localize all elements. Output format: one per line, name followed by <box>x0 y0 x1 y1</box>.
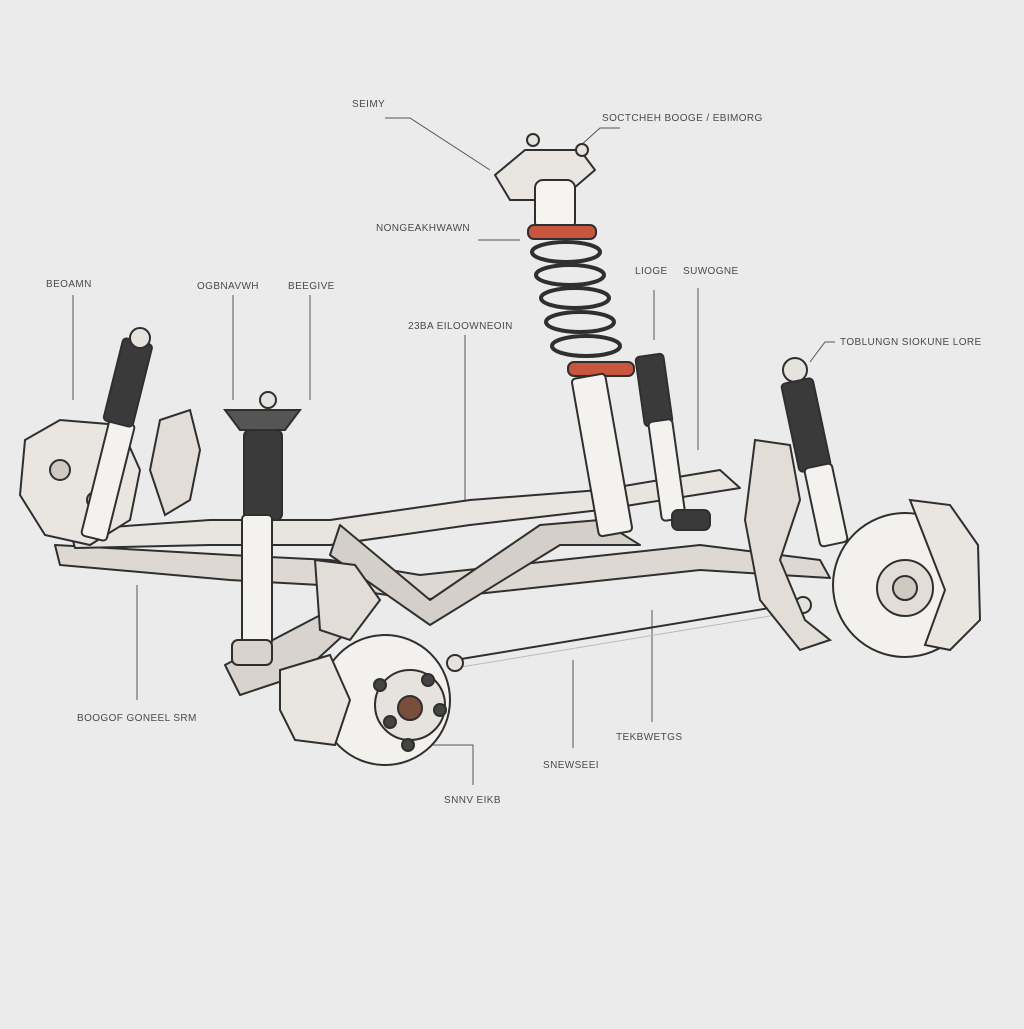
front-hub-stud-3 <box>433 703 447 717</box>
tie-rod-end-left <box>446 654 464 672</box>
coilover-spring-coil-2 <box>534 263 606 287</box>
front-brake-assembly <box>279 558 451 766</box>
coilover-top-stud-2 <box>575 143 589 157</box>
label-ogbnavwh: OGBNAVWH <box>197 281 259 292</box>
coilover-spring-coil-3 <box>539 286 611 310</box>
left-knuckle <box>148 408 202 517</box>
front-hub-stud-2 <box>421 673 435 687</box>
label-tie-rod: TEKBWETGS <box>616 732 683 743</box>
label-suwogne: SUWOGNE <box>683 266 739 277</box>
label-center-link: 23BA EILOOWNEOIN <box>408 321 513 332</box>
coilover-spring-coil-5 <box>550 334 622 358</box>
center-strut-boot <box>243 429 283 521</box>
right-shock-mount <box>782 357 808 383</box>
left-shock-boot <box>102 337 153 428</box>
front-knuckle <box>313 558 382 642</box>
label-hub-bottom: SNNV EIKB <box>444 795 501 806</box>
coilover <box>493 133 635 538</box>
coilover-spring-coil-1 <box>530 240 602 264</box>
rear-damper-body <box>647 418 687 522</box>
leader-line-right-top <box>809 341 835 363</box>
leader-line-seimy <box>385 117 491 171</box>
tie-rod <box>446 596 812 672</box>
right-brake-assembly <box>832 498 982 658</box>
rear-damper <box>634 352 711 531</box>
front-hub-stud-1 <box>373 678 387 692</box>
left-shock <box>80 327 153 542</box>
tie-rod-bar-inner <box>454 610 801 669</box>
right-shock-body <box>803 462 849 548</box>
coilover-spring <box>530 240 622 358</box>
right-shock <box>780 357 849 548</box>
center-strut-lower-mount <box>231 639 273 666</box>
left-shock-mount <box>129 327 151 349</box>
center-strut-top-nut <box>259 391 277 409</box>
label-right-top: TOBLUNGN SIOKUNE LORE <box>840 337 982 348</box>
center-strut <box>223 391 302 666</box>
coilover-damper-body <box>571 372 633 538</box>
label-center-bottom: SNEWSEEI <box>543 760 599 771</box>
leader-lines <box>72 117 835 785</box>
label-beegive: BEEGIVE <box>288 281 335 292</box>
front-hub-center <box>397 695 423 721</box>
label-lioge: LIOGE <box>635 266 668 277</box>
coilover-spring-coil-4 <box>544 310 616 334</box>
coilover-top-stud-1 <box>526 133 540 147</box>
center-strut-body <box>241 514 273 646</box>
label-beoamn: BEOAMN <box>46 279 92 290</box>
label-top-right: SOCTCHEH BOOGE / EBIMORG <box>602 113 763 124</box>
coilover-upper-body <box>534 179 576 231</box>
label-seimy: SEIMY <box>352 99 386 110</box>
front-hub-stud-4 <box>383 715 397 729</box>
left-caliper-bolt <box>49 459 71 481</box>
label-coilover: NONGEAKHWAWN <box>376 223 471 234</box>
rear-damper-mount <box>671 509 711 531</box>
front-hub-stud-5 <box>401 738 415 752</box>
coilover-upper-collar <box>527 224 597 240</box>
right-hub-center <box>892 575 918 601</box>
leader-line-hub-bottom <box>430 744 474 785</box>
right-caliper <box>908 498 982 652</box>
right-knuckle <box>743 438 833 652</box>
front-caliper <box>279 653 352 747</box>
label-bottom-left: BOOGOF GONEEL SRM <box>77 713 197 724</box>
center-strut-top-plate <box>223 409 302 431</box>
rear-damper-boot <box>634 352 674 428</box>
tie-rod-bar <box>454 602 801 661</box>
upper-crossmember <box>69 469 741 549</box>
